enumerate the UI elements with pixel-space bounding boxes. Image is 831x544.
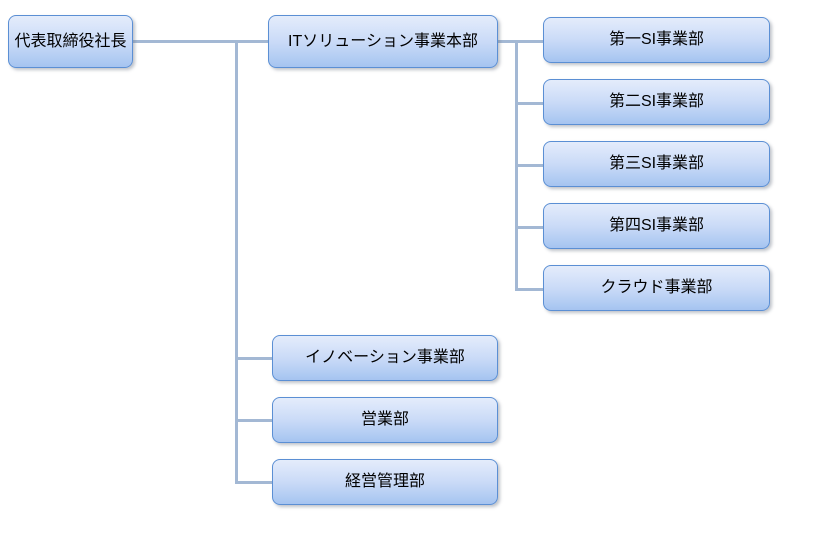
node-si-third[interactable]: 第三SI事業部 xyxy=(543,141,770,187)
node-si-fourth-label: 第四SI事業部 xyxy=(608,217,705,235)
node-innovation-label: イノベーション事業部 xyxy=(305,349,465,367)
connector-trunk-to-si-fourth xyxy=(515,226,543,229)
node-si-second[interactable]: 第二SI事業部 xyxy=(543,79,770,125)
connector-trunk-to-si-third xyxy=(515,164,543,167)
connector-trunk-to-sales xyxy=(235,419,272,422)
connector-left-trunk xyxy=(235,40,238,482)
node-si-first[interactable]: 第一SI事業部 xyxy=(543,17,770,63)
node-si-third-label: 第三SI事業部 xyxy=(608,155,705,173)
node-president[interactable]: 代表取締役社長 xyxy=(8,15,133,68)
node-sales[interactable]: 営業部 xyxy=(272,397,498,443)
node-cloud-label: クラウド事業部 xyxy=(600,279,713,297)
node-innovation[interactable]: イノベーション事業部 xyxy=(272,335,498,381)
node-si-first-label: 第一SI事業部 xyxy=(608,31,705,49)
node-it-division[interactable]: ITソリューション事業本部 xyxy=(268,15,498,68)
connector-trunk-to-management xyxy=(235,481,272,484)
connector-president-to-trunk xyxy=(133,40,268,43)
node-management[interactable]: 経営管理部 xyxy=(272,459,498,505)
connector-trunk-to-cloud xyxy=(515,288,543,291)
node-management-label: 経営管理部 xyxy=(344,473,425,491)
node-si-second-label: 第二SI事業部 xyxy=(608,93,705,111)
node-cloud[interactable]: クラウド事業部 xyxy=(543,265,770,311)
node-si-fourth[interactable]: 第四SI事業部 xyxy=(543,203,770,249)
connector-trunk-to-si-first xyxy=(515,40,543,43)
node-president-label: 代表取締役社長 xyxy=(14,32,127,50)
connector-trunk-to-si-second xyxy=(515,102,543,105)
connector-trunk-to-innovation xyxy=(235,357,272,360)
node-it-division-label: ITソリューション事業本部 xyxy=(288,32,478,50)
node-sales-label: 営業部 xyxy=(360,411,409,429)
